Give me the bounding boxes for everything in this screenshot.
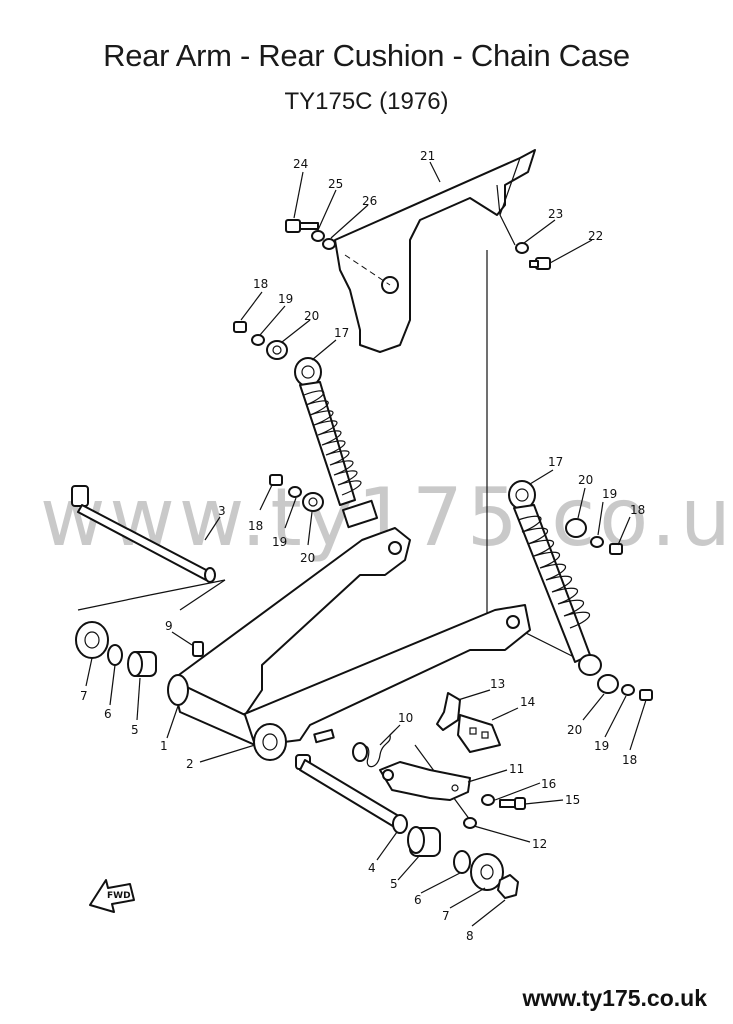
page-title: Rear Arm - Rear Cushion - Chain Case bbox=[103, 38, 630, 73]
right-cushion-bottom-bolts bbox=[597, 674, 653, 701]
left-bushings bbox=[75, 621, 157, 677]
callout-11: 11 bbox=[509, 762, 524, 776]
callout-6-left: 6 bbox=[104, 707, 112, 721]
callout-14: 14 bbox=[520, 695, 535, 709]
callout-20-top-left: 20 bbox=[304, 309, 319, 323]
callout-16: 16 bbox=[541, 777, 556, 791]
callout-3: 3 bbox=[218, 504, 226, 518]
left-cushion-bottom-bolts bbox=[269, 474, 324, 512]
chain-guide-block bbox=[457, 714, 501, 753]
callout-20-bottom-right: 20 bbox=[567, 723, 582, 737]
chain-tensioner-spring bbox=[352, 729, 396, 768]
callout-17-right: 17 bbox=[548, 455, 563, 469]
left-cushion-top-bolts bbox=[233, 321, 288, 360]
callout-15: 15 bbox=[565, 793, 580, 807]
left-rear-cushion-part bbox=[294, 357, 379, 529]
callout-18-top-right: 18 bbox=[630, 503, 645, 517]
right-cushion-top-bolts bbox=[565, 518, 623, 555]
callout-20-mid-left: 20 bbox=[300, 551, 315, 565]
callout-numbers: 24 25 26 21 23 22 18 19 20 17 3 18 19 20… bbox=[80, 149, 645, 943]
tensioner-bolts bbox=[463, 794, 526, 829]
callout-2: 2 bbox=[186, 757, 194, 771]
footer-url[interactable]: www.ty175.co.uk bbox=[522, 985, 708, 1011]
callout-23: 23 bbox=[548, 207, 563, 221]
callout-5-left: 5 bbox=[131, 723, 139, 737]
callout-19-top-left: 19 bbox=[278, 292, 293, 306]
callout-9: 9 bbox=[165, 619, 173, 633]
callout-8: 8 bbox=[466, 929, 474, 943]
callout-21: 21 bbox=[420, 149, 435, 163]
forward-direction-arrow: FWD bbox=[89, 879, 135, 913]
rear-arm-part bbox=[167, 527, 531, 761]
fwd-label: FWD bbox=[107, 891, 131, 901]
guide-bracket-part bbox=[436, 692, 461, 731]
callout-18-top-left: 18 bbox=[253, 277, 268, 291]
callout-19-top-right: 19 bbox=[602, 487, 617, 501]
callout-19-bottom-right: 19 bbox=[594, 739, 609, 753]
right-rear-cushion-part bbox=[508, 480, 602, 676]
leader-lines bbox=[85, 161, 647, 927]
callout-19-mid-left: 19 bbox=[272, 535, 287, 549]
pivot-shaft-part bbox=[71, 485, 216, 583]
page-subtitle: TY175C (1976) bbox=[284, 88, 449, 115]
callout-25: 25 bbox=[328, 177, 343, 191]
callout-13: 13 bbox=[490, 677, 505, 691]
callout-26: 26 bbox=[362, 194, 377, 208]
chain-tensioner-arm bbox=[379, 761, 471, 801]
grease-nipple-part bbox=[192, 641, 204, 657]
right-bushings bbox=[407, 826, 519, 899]
callout-5-right: 5 bbox=[390, 877, 398, 891]
callout-18-bottom-right: 18 bbox=[622, 753, 637, 767]
callout-10: 10 bbox=[398, 711, 413, 725]
callout-6-right: 6 bbox=[414, 893, 422, 907]
right-pivot-shaft bbox=[295, 754, 408, 834]
chain-case-bolt-group bbox=[285, 219, 551, 270]
callout-22: 22 bbox=[588, 229, 603, 243]
callout-18-mid-left: 18 bbox=[248, 519, 263, 533]
callout-17-left: 17 bbox=[334, 326, 349, 340]
callout-1: 1 bbox=[160, 739, 168, 753]
callout-7-left: 7 bbox=[80, 689, 88, 703]
callout-4: 4 bbox=[368, 861, 376, 875]
callout-24: 24 bbox=[293, 157, 308, 171]
chain-case-part bbox=[334, 149, 536, 353]
callout-12: 12 bbox=[532, 837, 547, 851]
callout-7-right: 7 bbox=[442, 909, 450, 923]
callout-20-top-right: 20 bbox=[578, 473, 593, 487]
